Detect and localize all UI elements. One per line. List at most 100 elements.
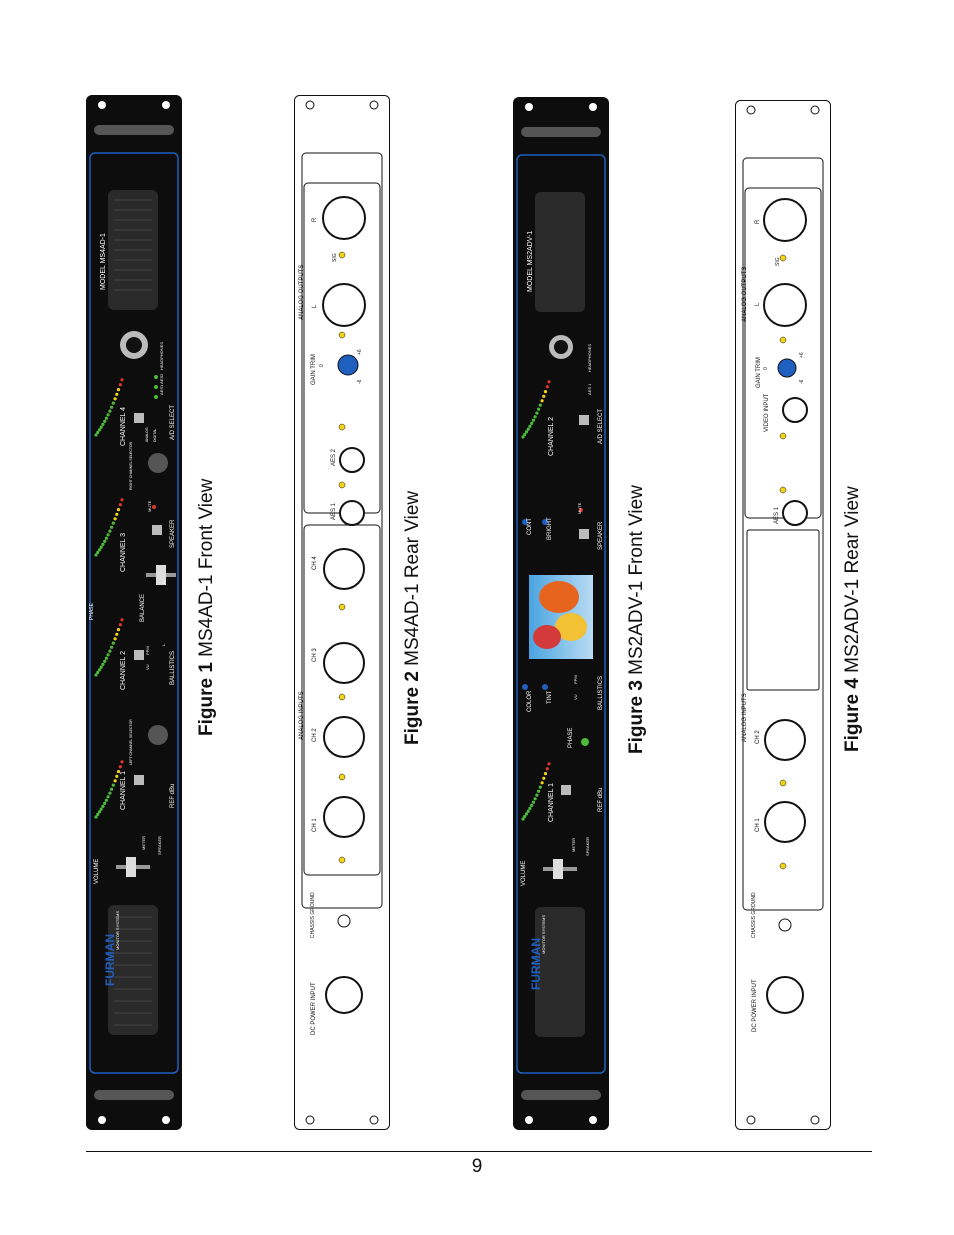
ms4ad-gain-trim-label: GAIN TRIM: [311, 354, 317, 385]
meter-led: [111, 641, 115, 645]
figure-3-title: MS2ADV-1 Front View: [626, 485, 647, 675]
ms4ad-out-l-label: L: [312, 304, 318, 308]
ms2adv-front-panel: [513, 97, 609, 1130]
meter-led: [535, 793, 539, 797]
ms2adv-gain-trim-label: GAIN TRIM: [756, 357, 762, 388]
ms4ad-analog-inputs-label: ANALOG INPUTS: [299, 691, 305, 740]
ms4ad-left-selector-label: LEFT CHANNEL SELECTOR: [129, 719, 133, 765]
meter-led: [97, 548, 102, 552]
ms4ad-mute-label: MUTE: [147, 500, 152, 512]
ms2adv-ref-label: REF dBu: [598, 787, 604, 812]
meter-led: [528, 424, 532, 428]
meter-led: [99, 545, 103, 549]
meter-led: [118, 623, 122, 627]
figure-3-caption: Figure 3 MS2ADV-1 Front View: [626, 485, 648, 754]
ms4ad-phase-label: PHASE: [89, 603, 95, 620]
figure-2-caption: Figure 2 MS4AD-1 Rear View: [402, 491, 424, 745]
ms2adv-mute-label: MUTE: [577, 502, 582, 514]
ms2adv-ad-select-label: A/D SELECT: [598, 408, 604, 444]
meter-led: [104, 416, 108, 420]
ms4ad-ch4-label: CH 4: [312, 556, 318, 570]
meter-led: [99, 807, 103, 811]
figure-4-caption: Figure 4 MS2ADV-1 Rear View: [842, 486, 864, 752]
meter-led: [523, 432, 527, 437]
meter-led: [108, 791, 112, 795]
figure-3-number: Figure 3: [626, 680, 647, 754]
meter-led: [111, 783, 115, 787]
ms4ad-vu-label: VU: [145, 664, 150, 670]
meter-led: [103, 659, 107, 664]
ms2adv-trim-plus: +6: [799, 352, 805, 358]
ms2adv-ppm-label: PPM: [573, 675, 578, 684]
meter-led: [101, 542, 105, 546]
meter-led: [533, 797, 537, 801]
meter-led: [99, 665, 103, 669]
meter-led: [113, 517, 117, 521]
meter-led: [97, 428, 102, 432]
meter-led: [535, 411, 539, 415]
meter-led: [110, 787, 114, 791]
ms4ad-ch3-label: CH 3: [312, 648, 318, 662]
ms4ad-ad-select-label: A/D SELECT: [170, 404, 176, 440]
ms2adv-trim-minus: -6: [799, 379, 805, 384]
meter-led: [116, 770, 121, 774]
meter-led: [542, 394, 546, 398]
meter-led: [543, 772, 548, 776]
ms2adv-ballistics-label: BALLISTICS: [598, 675, 604, 710]
meter-led: [526, 809, 530, 813]
ms2adv-sig-label: SIG: [775, 257, 781, 266]
meter-led: [542, 776, 546, 780]
ms4ad-ref-label: REF dBu: [170, 783, 176, 808]
meter-led: [96, 812, 100, 817]
ms4ad-front-drawing: [86, 95, 182, 1130]
ms2adv-phase-label: PHASE: [568, 727, 574, 748]
ms2adv-ch1-label: CH 1: [755, 818, 761, 832]
ms4ad-ch1-label: CH 1: [312, 818, 318, 832]
ms2adv-out-l-label: L: [755, 302, 761, 306]
figure-4-number: Figure 4: [842, 678, 863, 752]
meter-led: [99, 425, 103, 429]
meter-led: [538, 403, 542, 407]
ms2adv-color-label: COLOR: [527, 690, 533, 712]
ms4ad-sig-label: SIG: [332, 253, 338, 262]
ms4ad-analog-label: ANALOG: [145, 427, 149, 442]
ms2adv-tint-label: TINT: [547, 690, 553, 704]
figure-4-title: MS2ADV-1 Rear View: [842, 486, 863, 673]
ms2adv-ch2-label: CH 2: [755, 730, 761, 744]
ms4ad-rear-panel: [294, 95, 390, 1130]
ms2adv-analog-outputs-label: ANALOG OUTPUTS: [742, 266, 748, 322]
ms4ad-balance-label: BALANCE: [140, 593, 146, 622]
meter-led: [110, 405, 114, 409]
ms2adv-aes1-rear-label: AES 1: [774, 506, 780, 524]
meter-led: [528, 806, 532, 811]
meter-led: [106, 413, 110, 417]
meter-led: [531, 418, 535, 422]
ms4ad-right-selector-label: RIGHT CHANNEL SELECTOR: [129, 441, 133, 490]
ms2adv-video-input-label: VIDEO INPUT: [764, 393, 770, 432]
meter-led: [521, 817, 525, 821]
ms4ad-balance-r: R: [161, 581, 166, 584]
ms4ad-digital-label: DIGITAL: [153, 428, 157, 442]
ms2adv-aes1-label: AES 1: [587, 383, 592, 395]
ms4ad-aes-label: AES1 AES2: [159, 373, 164, 395]
meter-led: [540, 399, 544, 403]
meter-led: [545, 385, 549, 389]
ms4ad-ballistics-label: BALLISTICS: [170, 650, 176, 685]
meter-led: [120, 618, 124, 622]
meter-led: [530, 421, 534, 425]
ms2adv-trim-zero: 0: [763, 367, 769, 370]
ms2adv-analog-inputs-label: ANALOG INPUTS: [742, 693, 748, 742]
meter-led: [111, 521, 115, 525]
ms2adv-channel-2-label: CHANNEL 2: [548, 416, 555, 456]
figure-1-number: Figure 1: [196, 662, 217, 736]
meter-led: [113, 779, 117, 783]
meter-led: [96, 430, 100, 435]
meter-led: [103, 539, 107, 543]
meter-led: [545, 767, 549, 771]
ms2adv-cont-label: CONT: [527, 518, 533, 535]
meter-led: [103, 419, 107, 423]
meter-led: [118, 765, 122, 769]
meter-led: [118, 503, 122, 507]
meter-led: [94, 815, 98, 819]
ms4ad-dc-power-label: DC POWER INPUT: [311, 982, 317, 1035]
